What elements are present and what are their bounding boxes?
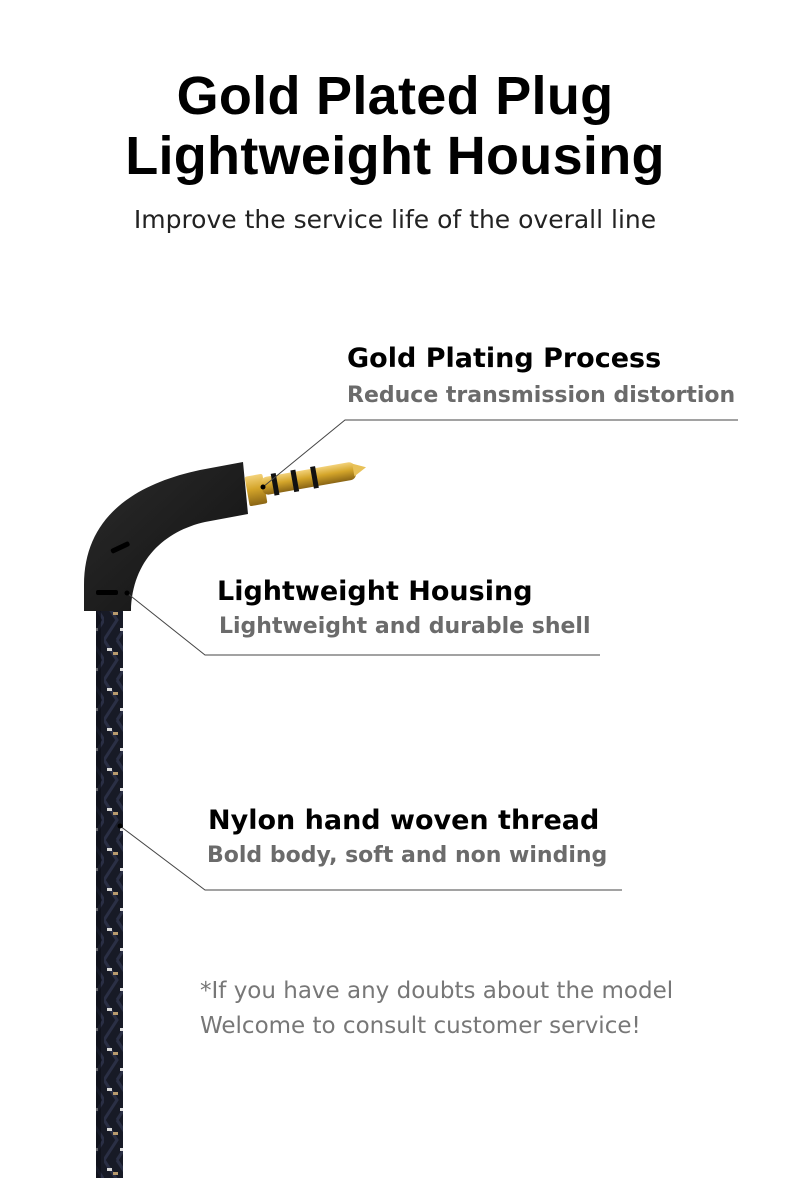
feature-desc-nylon-thread: Bold body, soft and non winding — [207, 843, 608, 868]
feature-title-nylon-thread: Nylon hand woven thread — [208, 805, 600, 836]
note-line-1: *If you have any doubts about the model — [200, 978, 674, 1004]
feature-desc-housing: Lightweight and durable shell — [219, 614, 591, 639]
plug-housing — [84, 462, 248, 611]
feature-title-housing: Lightweight Housing — [217, 576, 533, 607]
leader-lines — [119, 419, 738, 891]
braided-cable — [96, 606, 123, 1178]
subtitle: Improve the service life of the overall … — [133, 205, 657, 234]
feature-desc-gold-plating: Reduce transmission distortion — [347, 383, 736, 408]
headline-line-2: Lightweight Housing — [125, 126, 665, 186]
feature-title-gold-plating: Gold Plating Process — [347, 343, 662, 374]
note-line-2: Welcome to consult customer service! — [200, 1013, 641, 1039]
gold-plug — [244, 462, 367, 507]
headline-line-1: Gold Plated Plug — [176, 66, 614, 126]
